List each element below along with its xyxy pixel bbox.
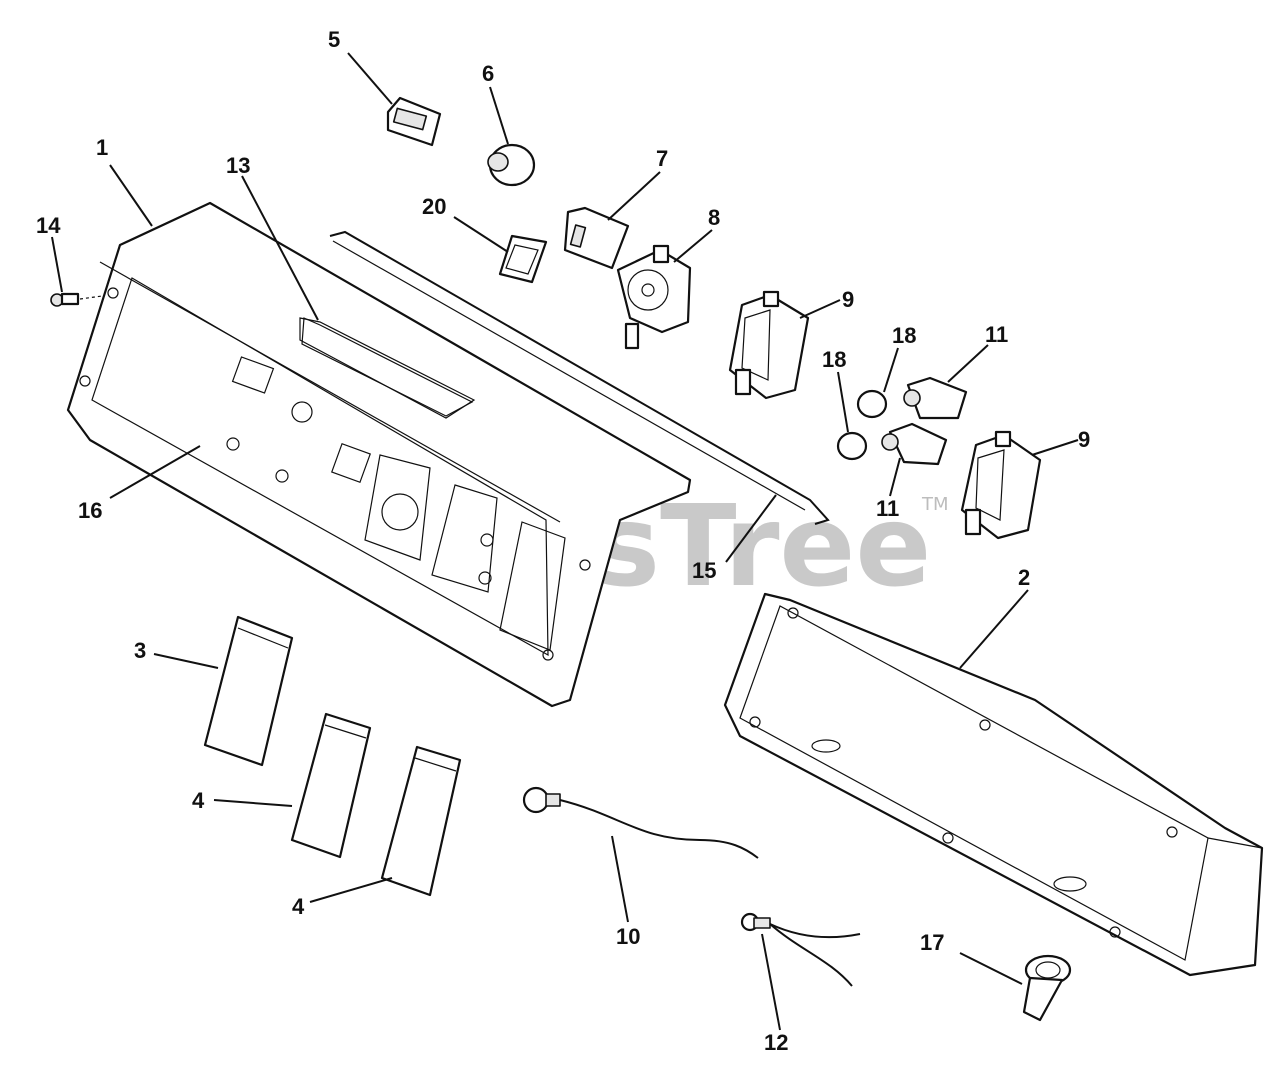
part-9-receptacle-lower[interactable]	[960, 430, 1042, 540]
watermark-trademark: TM	[921, 494, 949, 515]
part-12-lamp-wire[interactable]	[740, 912, 861, 987]
callout-18a: 18	[892, 323, 916, 348]
callout-12: 12	[764, 1030, 788, 1055]
callout-7: 7	[656, 146, 668, 171]
part-17-grommet[interactable]	[1022, 954, 1072, 1022]
callout-8: 8	[708, 205, 720, 230]
part-9-receptacle-upper[interactable]	[728, 290, 810, 400]
part-6-knob[interactable]	[487, 143, 536, 187]
callout-2: 2	[1018, 565, 1030, 590]
callout-17: 17	[920, 930, 944, 955]
part-10-lamp-wire[interactable]	[522, 786, 759, 859]
part-18-cap-lower[interactable]	[836, 431, 868, 461]
callout-9b: 9	[1078, 427, 1090, 452]
callout-15: 15	[692, 558, 716, 583]
callout-18b: 18	[822, 347, 846, 372]
callout-16: 16	[78, 498, 102, 523]
callout-11b: 11	[876, 496, 899, 521]
part-11-breaker-lower[interactable]	[881, 422, 948, 466]
callout-6: 6	[482, 61, 494, 86]
callout-20: 20	[422, 194, 446, 219]
callout-4a: 4	[192, 788, 205, 813]
part-14-screw[interactable]	[50, 292, 103, 307]
callout-5: 5	[328, 27, 340, 52]
callout-1: 1	[96, 135, 108, 160]
part-18-cap-upper[interactable]	[856, 389, 888, 419]
part-13-decal[interactable]	[301, 317, 474, 417]
callout-labels: 1 2 3 4 4 5 6 7 8 9 9 10 11 11 12 13 14 …	[36, 27, 1090, 1055]
part-4-decal-left[interactable]	[290, 712, 372, 859]
part-7-switch[interactable]	[563, 206, 630, 270]
part-4-decal-right[interactable]	[380, 745, 462, 897]
leader-lines	[51, 52, 1079, 1031]
callout-4b: 4	[292, 894, 305, 919]
callout-10: 10	[616, 924, 640, 949]
part-1-control-panel[interactable]	[66, 201, 692, 708]
callout-11a: 11	[985, 322, 1008, 347]
callout-14: 14	[36, 213, 61, 238]
callout-9a: 9	[842, 287, 854, 312]
part-5-switch[interactable]	[386, 96, 442, 147]
callout-3: 3	[134, 638, 146, 663]
part-20-bezel[interactable]	[498, 234, 548, 284]
part-3-decal[interactable]	[203, 615, 294, 767]
part-2-housing[interactable]	[723, 592, 1264, 977]
part-8-receptacle[interactable]	[616, 244, 692, 350]
callout-13: 13	[226, 153, 250, 178]
part-11-breaker-upper[interactable]	[903, 376, 968, 420]
part-15-rod[interactable]	[329, 230, 830, 525]
